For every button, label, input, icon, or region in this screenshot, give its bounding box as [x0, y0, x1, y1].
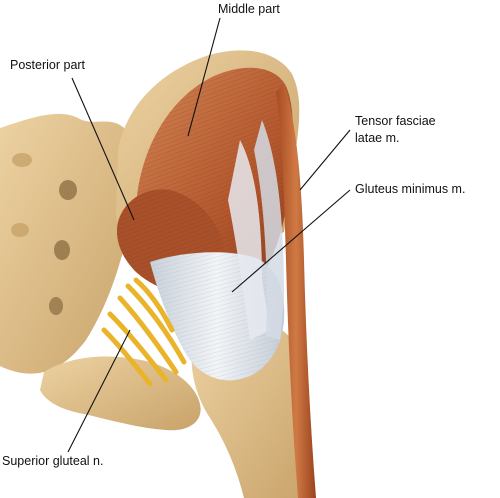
label-tensor-fasciae-line2: latae m.: [355, 131, 400, 145]
tensor-fasciae-latae-muscle: [276, 84, 316, 498]
leader-posterior-part: [71, 77, 135, 221]
label-gluteus-minimus: Gluteus minimus m.: [355, 182, 466, 196]
label-posterior-part: Posterior part: [10, 58, 86, 72]
label-middle-part: Middle part: [218, 2, 280, 16]
sacrum-bone: [0, 113, 138, 374]
leader-lines: [67, 17, 351, 453]
gluteus-minimus-tendon: [150, 120, 285, 381]
label-superior-gluteal: Superior gluteal n.: [2, 454, 104, 468]
leader-gluteus-minimus: [231, 189, 351, 293]
ischium-bone: [40, 356, 201, 431]
superior-gluteal-nerve: [101, 277, 187, 387]
leader-superior-gluteal: [67, 329, 131, 453]
label-tensor-fasciae-line1: Tensor fasciae: [355, 114, 436, 128]
leader-tensor: [299, 129, 351, 191]
leader-middle-part: [187, 17, 221, 137]
